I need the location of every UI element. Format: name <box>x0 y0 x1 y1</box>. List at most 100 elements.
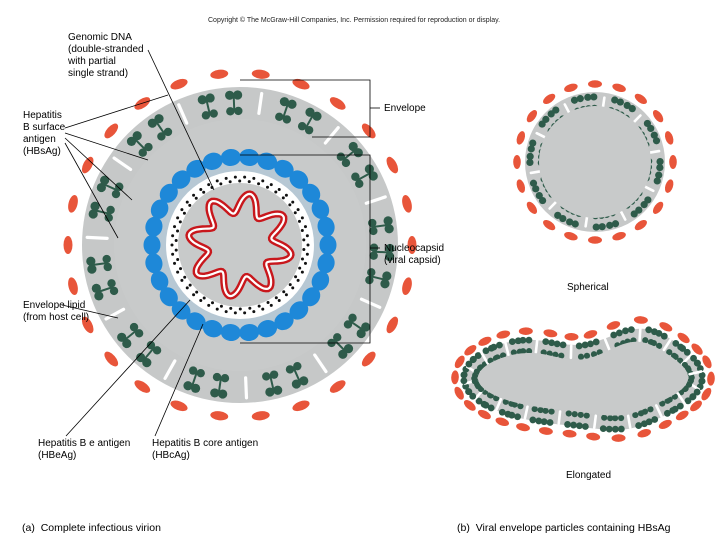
e-antigen-dot <box>298 267 301 270</box>
e-antigen-dot <box>258 305 261 308</box>
lipid-head <box>197 369 205 377</box>
lipid-head <box>560 341 567 348</box>
e-antigen-dot <box>275 296 278 299</box>
hbsag-spike <box>400 276 413 296</box>
e-antigen-dot <box>302 238 305 241</box>
lipid-head <box>100 176 109 185</box>
lipid-head <box>635 422 642 429</box>
hbsag-spike <box>669 155 677 169</box>
e-antigen-dot <box>257 182 260 185</box>
e-antigen-dot <box>186 286 189 289</box>
spherical-interior <box>539 106 651 218</box>
e-antigen-dot <box>294 275 297 278</box>
e-antigen-dot <box>297 279 300 282</box>
lipid-head <box>552 106 559 113</box>
hbsag-spike <box>515 130 527 146</box>
hbsag-spike <box>634 316 648 324</box>
e-antigen-dot <box>234 176 237 179</box>
caption-panel-b: (b) Viral envelope particles containing … <box>457 510 670 534</box>
e-antigen-dot <box>252 177 255 180</box>
hbsag-spike <box>651 200 665 216</box>
e-antigen-dot <box>192 194 195 197</box>
hbsag-spike <box>515 422 530 432</box>
hbsag-spike <box>64 236 73 254</box>
lipid-head <box>656 164 663 171</box>
lipid-head <box>622 327 629 334</box>
lipid-head <box>578 354 584 360</box>
hbsag-spike <box>636 428 652 439</box>
lipid-head <box>164 128 172 136</box>
e-antigen-dot <box>229 180 232 183</box>
lipid-head <box>618 426 625 433</box>
label-genomic-dna: Genomic DNA (double-stranded with partia… <box>68 32 144 80</box>
e-antigen-dot <box>220 305 223 308</box>
e-antigen-dot <box>229 307 232 310</box>
lipid-head <box>607 415 613 421</box>
panel-a-letter: (a) <box>22 522 35 534</box>
hbsag-spike <box>359 121 378 140</box>
e-antigen-dot <box>274 190 277 193</box>
e-antigen-dot <box>270 183 273 186</box>
hbsag-spike <box>251 410 270 421</box>
hbsag-spike <box>291 77 311 92</box>
label-spherical: Spherical <box>567 282 609 294</box>
hbsag-spike <box>328 378 348 396</box>
lipid-stalk <box>234 95 235 111</box>
lipid-head <box>460 377 467 384</box>
lipid-head <box>536 192 543 199</box>
lipid-head <box>312 112 321 121</box>
e-antigen-dot <box>173 225 176 228</box>
lipid-head <box>529 417 536 424</box>
e-antigen-dot <box>176 271 179 274</box>
e-antigen-dot <box>173 262 176 265</box>
hbsag-spike <box>328 95 348 113</box>
e-antigen-dot <box>261 308 264 311</box>
elongated-particle <box>451 316 715 442</box>
label-e-antigen: Hepatitis B e antigen (HBeAg) <box>38 438 130 462</box>
e-antigen-dot <box>179 220 182 223</box>
lipid-head <box>234 107 242 115</box>
lipid-head <box>527 153 534 160</box>
e-antigen-dot <box>270 304 273 307</box>
e-antigen-dot <box>171 253 174 256</box>
lipid-head <box>582 423 589 430</box>
lipid-head <box>509 338 516 345</box>
core-antigen-subunit <box>320 235 337 255</box>
lipid-head <box>102 255 110 263</box>
lipid-head <box>221 374 229 382</box>
e-antigen-dot <box>301 216 304 219</box>
lipid-head <box>566 410 572 416</box>
e-antigen-dot <box>261 179 264 182</box>
e-antigen-dot <box>248 307 251 310</box>
hbsag-spike <box>651 108 665 124</box>
lipid-head <box>570 422 577 429</box>
e-antigen-dot <box>267 301 270 304</box>
lipid-head <box>606 426 613 433</box>
lipid-head <box>130 323 138 331</box>
e-antigen-dot <box>302 248 305 251</box>
lipid-head <box>514 413 521 420</box>
lipid-head <box>576 343 583 350</box>
lipid-head <box>578 412 584 418</box>
lipid-head <box>286 365 294 373</box>
hbsag-spike <box>462 398 478 413</box>
e-antigen-dot <box>234 311 237 314</box>
e-antigen-dot <box>225 310 228 313</box>
lipid-head <box>632 412 638 418</box>
label-surface-antigen: Hepatitis B surface antigen (HBsAg) <box>23 110 65 158</box>
lipid-head <box>566 218 573 225</box>
lipid-head <box>616 330 623 337</box>
hbsag-spike <box>525 108 539 124</box>
hbsag-spike <box>519 327 533 335</box>
hbsag-spike <box>291 398 311 413</box>
lipid-head <box>664 410 671 417</box>
lipid-head <box>653 137 660 144</box>
hbsag-spike <box>633 218 649 232</box>
e-antigen-dot <box>304 225 307 228</box>
lipid-head <box>542 338 549 345</box>
e-antigen-dot <box>188 204 191 207</box>
lipid-head <box>584 353 590 359</box>
e-antigen-dot <box>186 201 189 204</box>
hbsag-spike <box>384 315 400 335</box>
